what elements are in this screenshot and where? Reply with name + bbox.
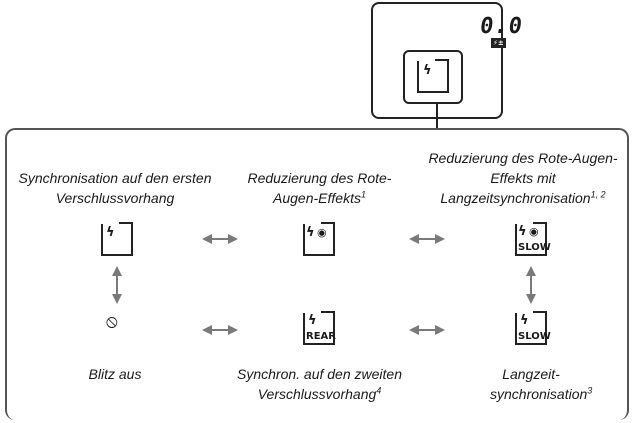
red-eye-label: Reduzierung des Rote-Augen-Effekts1 — [247, 170, 392, 206]
flash-off-label: Blitz aus — [88, 366, 142, 382]
callout-line — [436, 104, 438, 128]
flash-rear-icon: ϟ REAR — [303, 311, 336, 345]
flash-bracket-icon: ϟ — [101, 222, 133, 256]
flash-mode-indicator: ϟ — [403, 50, 463, 104]
flash-mode-panel — [5, 128, 629, 420]
flash-red-eye-icon: ϟ ◉ — [303, 222, 335, 256]
flash-compensation-badge: ⚡± — [491, 38, 506, 48]
rear-curtain-label: Synchron. auf den zweiten Verschlussvorh… — [237, 366, 402, 402]
flash-slow-icon: ϟ SLOW — [515, 311, 551, 345]
red-eye-slow-label: Reduzierung des Rote-Augen-Effekts mit L… — [428, 150, 618, 206]
slow-sync-label: Langzeit-synchronisation3 — [490, 366, 593, 402]
flash-off-icon: ⦸ — [106, 311, 118, 332]
front-curtain-label: Synchronisation auf den ersten Verschlus… — [18, 170, 212, 206]
flash-red-eye-slow-icon: ϟ ◉ SLOW — [515, 222, 551, 256]
flash-bracket-icon: ϟ — [417, 59, 449, 93]
